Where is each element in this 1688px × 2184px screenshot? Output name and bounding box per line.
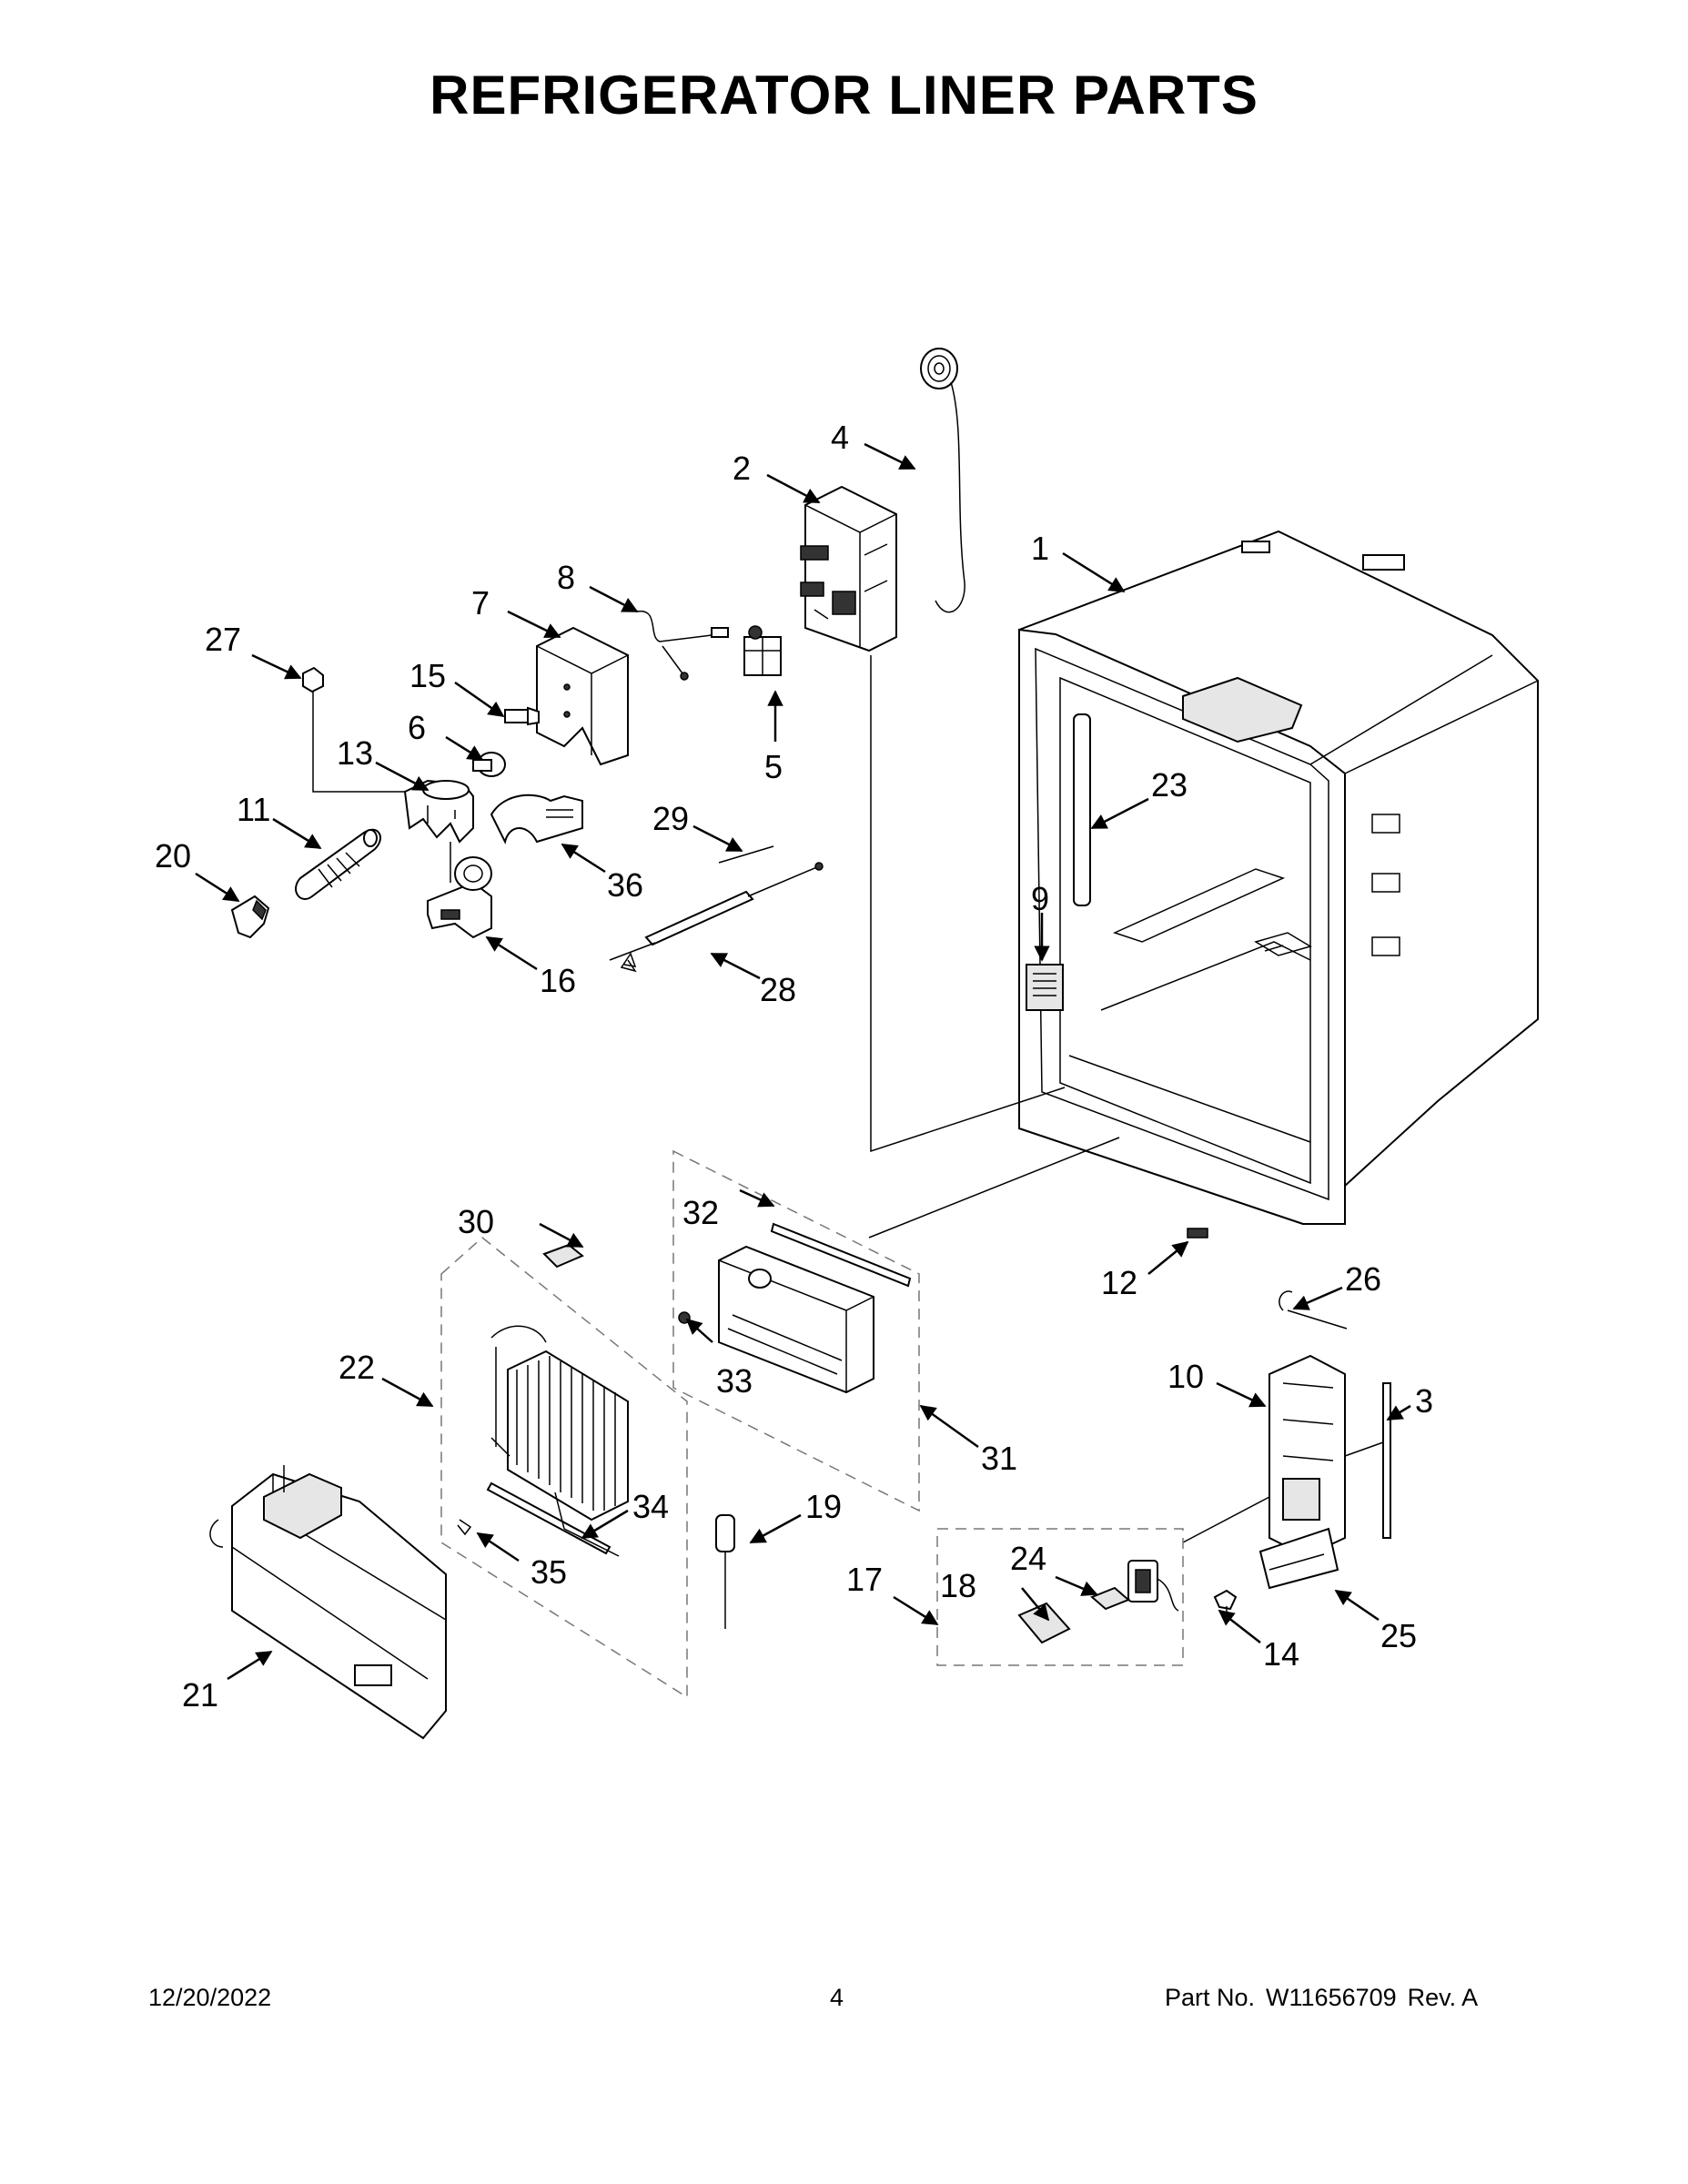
callout-23: 23 — [1151, 766, 1188, 804]
part-30-pad — [542, 1243, 584, 1269]
callout-31: 31 — [981, 1440, 1017, 1477]
callout-32: 32 — [682, 1194, 719, 1231]
part-36-housing — [490, 794, 583, 844]
part-20-cap — [230, 895, 270, 939]
callout-15: 15 — [409, 657, 446, 694]
footer-date: 12/20/2022 — [148, 1984, 272, 2011]
part-number-value: W11656709 — [1266, 1984, 1397, 2011]
part-10-dispenser-panel — [1269, 1354, 1346, 1558]
callout-10: 10 — [1167, 1358, 1204, 1395]
part-8-wire — [636, 611, 729, 681]
part-27-screw — [302, 666, 405, 793]
part-7-cover — [536, 626, 629, 766]
callout-19: 19 — [805, 1488, 842, 1525]
part-13-filter-head — [403, 779, 474, 883]
callout-35: 35 — [531, 1553, 567, 1591]
callout-33: 33 — [716, 1362, 753, 1400]
part-26-wire — [1279, 1290, 1348, 1330]
part-15-screw — [504, 706, 540, 726]
callout-20: 20 — [155, 837, 191, 875]
callout-36: 36 — [607, 866, 643, 904]
footer-part-number: Part No. W11656709 Rev. A — [1165, 1984, 1489, 2012]
part-number-label: Part No. — [1165, 1984, 1256, 2011]
callout-34: 34 — [632, 1488, 669, 1525]
callout-2: 2 — [733, 450, 751, 487]
page-title: REFRIGERATOR LINER PARTS — [430, 65, 1258, 126]
part-3-trim — [1382, 1382, 1391, 1539]
callout-3: 3 — [1415, 1382, 1433, 1420]
part-12-clip — [1187, 1228, 1208, 1239]
part-16-bracket — [427, 856, 492, 939]
part-22-evaporator — [490, 1325, 629, 1522]
leader-lines — [195, 442, 1411, 1681]
part-1-liner — [1018, 530, 1539, 1226]
reference-line-17-10 — [1182, 1496, 1270, 1543]
part-17-dispenser-pad — [1127, 1560, 1179, 1612]
part-29-strip — [718, 845, 774, 864]
part-11-filter — [295, 828, 381, 900]
callout-26: 26 — [1345, 1260, 1381, 1298]
callout-numbers: 1 2 3 4 5 6 7 8 9 10 11 12 13 14 15 16 1… — [155, 419, 1433, 1714]
part-31-fan-housing — [718, 1245, 874, 1394]
callout-30: 30 — [458, 1203, 494, 1240]
callout-21: 21 — [182, 1676, 218, 1714]
part-4-coil — [920, 348, 965, 613]
callout-14: 14 — [1263, 1635, 1299, 1673]
part-2-control-box — [800, 485, 897, 652]
callout-24: 24 — [1010, 1540, 1046, 1577]
part-34-heater — [486, 1481, 620, 1557]
callout-18: 18 — [940, 1567, 976, 1604]
part-32-seal — [770, 1222, 912, 1288]
callout-8: 8 — [557, 559, 575, 596]
part-25-bracket — [1258, 1527, 1339, 1590]
callout-5: 5 — [764, 748, 783, 785]
reference-line-31-1 — [868, 1137, 1120, 1239]
fan-assembly-boundary — [672, 1149, 920, 1512]
footer-page-number: 4 — [830, 1984, 844, 2011]
callout-17: 17 — [846, 1561, 883, 1598]
part-5-switch — [743, 625, 782, 676]
callout-1: 1 — [1031, 530, 1049, 567]
callout-27: 27 — [205, 621, 241, 658]
callout-13: 13 — [337, 734, 373, 772]
callout-16: 16 — [540, 962, 576, 999]
reference-line-2-1 — [870, 655, 1066, 1153]
callout-22: 22 — [339, 1349, 375, 1386]
part-24-gasket — [1090, 1586, 1130, 1611]
part-18-pad — [1017, 1602, 1071, 1644]
callout-7: 7 — [471, 584, 490, 622]
kit-17-boundary — [936, 1528, 1184, 1666]
part-35-clip — [457, 1519, 472, 1536]
part-28-heater — [609, 862, 824, 973]
callout-9: 9 — [1031, 880, 1049, 917]
callout-6: 6 — [408, 709, 426, 746]
revision-label: Rev. A — [1407, 1984, 1479, 2011]
callout-29: 29 — [652, 800, 689, 837]
evaporator-assembly-boundary — [440, 1237, 688, 1699]
callout-11: 11 — [237, 791, 270, 828]
part-19-probe — [715, 1514, 735, 1629]
callout-28: 28 — [760, 971, 796, 1008]
reference-line-3-10 — [1344, 1441, 1384, 1457]
part-21-air-tower — [209, 1465, 447, 1740]
callout-4: 4 — [831, 419, 849, 456]
callout-12: 12 — [1101, 1264, 1137, 1301]
callout-25: 25 — [1380, 1617, 1417, 1654]
